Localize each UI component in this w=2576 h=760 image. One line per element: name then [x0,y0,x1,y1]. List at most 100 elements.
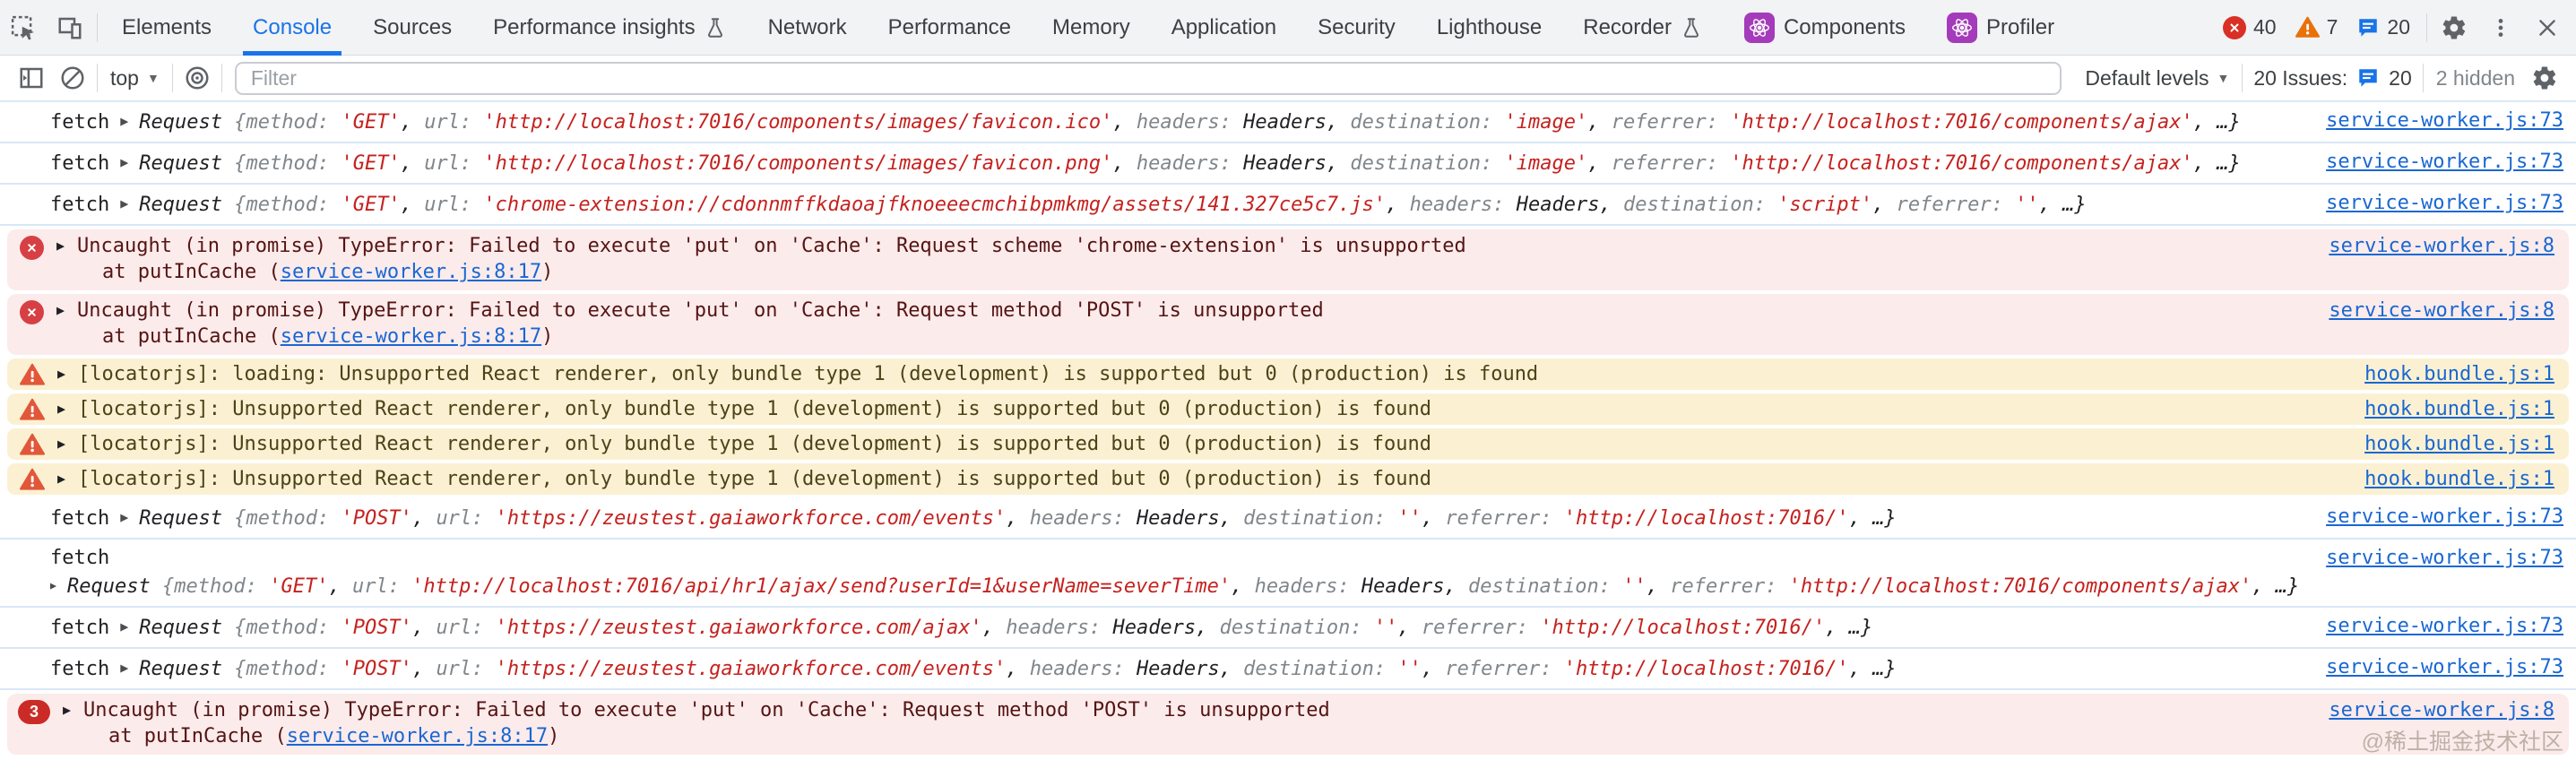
divider [220,64,222,92]
device-toolbar-icon[interactable] [47,0,93,56]
message-text: Uncaught (in promise) TypeError: Failed … [77,233,2312,285]
source-location-link[interactable]: hook.bundle.js:1 [2364,363,2554,385]
log-levels-label: Default levels [2085,65,2209,90]
expand-arrow-icon[interactable]: ▶ [56,302,65,318]
stack-frame-link[interactable]: service-worker.js:8:17 [280,261,542,283]
expand-arrow-icon[interactable]: ▶ [120,618,129,635]
tab-profiler[interactable]: Profiler [1926,0,2075,56]
object-key: destination: [1468,575,1623,598]
issues-counter-toolbar[interactable]: 20 Issues: 20 [2246,66,2418,91]
object-key: destination: [1350,111,1505,134]
object-value: 'http://localhost:7016/' [1563,658,1849,680]
object-key: referrer: [1445,507,1564,530]
tab-console[interactable]: Console [232,0,352,56]
tabbar-right: 40 7 20 [2212,0,2576,56]
object-key: headers: [1006,617,1113,639]
object-key: destination: [1243,658,1398,680]
live-expression-eye-icon[interactable] [177,55,218,101]
source-location-link[interactable]: hook.bundle.js:1 [2364,433,2554,455]
issue-counter[interactable]: 20 [2356,15,2410,39]
context-selector[interactable]: top ▼ [101,66,169,91]
warning-text: [locatorjs]: Unsupported React renderer,… [78,468,1431,490]
object-preview-tail: …} [2275,575,2300,598]
source-location-link[interactable]: service-worker.js:8 [2329,235,2554,257]
stack-frame-link[interactable]: service-worker.js:8:17 [280,325,542,348]
stack-frame-link[interactable]: service-worker.js:8:17 [286,725,549,747]
tab-label: Memory [1052,14,1130,39]
expand-arrow-icon[interactable]: ▶ [57,366,66,382]
object-value: '' [2015,194,2039,216]
close-devtools-icon[interactable] [2524,0,2571,56]
divider [2422,64,2424,92]
expand-arrow-icon[interactable]: ▶ [50,577,57,593]
tab-security[interactable]: Security [1297,0,1416,56]
source-location-link[interactable]: service-worker.js:73 [2326,547,2563,569]
tab-lighthouse[interactable]: Lighthouse [1416,0,1562,56]
tab-sources[interactable]: Sources [352,0,472,56]
object-class-name: Request [67,575,162,598]
expand-arrow-icon[interactable]: ▶ [120,660,129,676]
object-key: referrer: [1611,111,1731,134]
console-message-warning: ▶ [locatorjs]: Unsupported React renderer… [7,463,2569,495]
object-value: '' [1397,658,1422,680]
error-counter[interactable]: 40 [2223,15,2277,39]
filter-input[interactable] [234,61,2062,95]
object-value: 'image' [1504,152,1588,175]
tab-memory[interactable]: Memory [1032,0,1151,56]
expand-arrow-icon[interactable]: ▶ [56,238,65,254]
expand-arrow-icon[interactable]: ▶ [120,113,129,129]
console-message-request: fetch▶Request {method: 'GET', url: 'http… [0,143,2576,185]
source-location-link[interactable]: hook.bundle.js:1 [2364,468,2554,490]
object-key: url: [436,617,496,639]
tab-label: Security [1318,14,1396,39]
object-value: 'https://zeustest.gaiaworkforce.com/even… [495,507,1007,530]
tab-performance-insights[interactable]: Performance insights [472,0,747,56]
object-key: referrer: [1445,658,1564,680]
more-options-kebab-icon[interactable] [2477,0,2524,56]
tab-elements[interactable]: Elements [101,0,232,56]
object-value: Headers [1136,658,1220,680]
object-value: Headers [1136,507,1220,530]
object-value: 'http://localhost:7016/components/ajax' [1730,111,2193,134]
console-sidebar-toggle-icon[interactable] [11,55,52,101]
log-levels-dropdown[interactable]: Default levels ▼ [2076,66,2238,91]
source-location-link[interactable]: service-worker.js:73 [2326,656,2563,678]
expand-arrow-icon[interactable]: ▶ [120,195,129,212]
expand-arrow-icon[interactable]: ▶ [120,154,129,170]
source-location-link[interactable]: service-worker.js:73 [2326,615,2563,637]
expand-arrow-icon[interactable]: ▶ [57,471,66,487]
stack-trace-line: at putInCache (service-worker.js:8:17) [102,261,554,283]
message-text: [locatorjs]: Unsupported React renderer,… [78,466,2348,492]
tab-performance[interactable]: Performance [868,0,1032,56]
clear-console-icon[interactable] [52,55,93,101]
inspect-element-icon[interactable] [0,0,47,56]
error-text: Uncaught (in promise) TypeError: Failed … [77,235,1466,257]
object-value: 'POST' [341,617,412,639]
tab-recorder[interactable]: Recorder [1562,0,1724,56]
source-location-link[interactable]: hook.bundle.js:1 [2364,398,2554,420]
source-location-link[interactable]: service-worker.js:73 [2326,151,2563,173]
message-text: fetch▶Request {method: 'GET', url: 'chro… [50,190,2310,219]
source-location-link[interactable]: service-worker.js:73 [2326,192,2563,214]
settings-gear-icon[interactable] [2431,0,2477,56]
tab-application[interactable]: Application [1151,0,1297,56]
source-location-link[interactable]: service-worker.js:8 [2329,699,2554,721]
divider [2426,13,2427,42]
source-location-link[interactable]: service-worker.js:73 [2326,109,2563,132]
source-location-link[interactable]: service-worker.js:73 [2326,505,2563,528]
object-key: destination: [1219,617,1374,639]
expand-arrow-icon[interactable]: ▶ [57,436,66,452]
tab-network[interactable]: Network [748,0,868,56]
tab-components[interactable]: Components [1724,0,1926,56]
expand-arrow-icon[interactable]: ▶ [120,509,129,525]
object-class-name: Request [139,617,235,639]
expand-arrow-icon[interactable]: ▶ [63,702,72,718]
expand-arrow-icon[interactable]: ▶ [57,401,66,417]
object-key: {method: [234,507,341,530]
console-settings-gear-icon[interactable] [2524,55,2565,101]
source-location-link[interactable]: service-worker.js:8 [2329,299,2554,322]
context-label: top [110,65,139,90]
object-key: {method: [162,575,270,598]
warning-counter[interactable]: 7 [2295,15,2338,39]
